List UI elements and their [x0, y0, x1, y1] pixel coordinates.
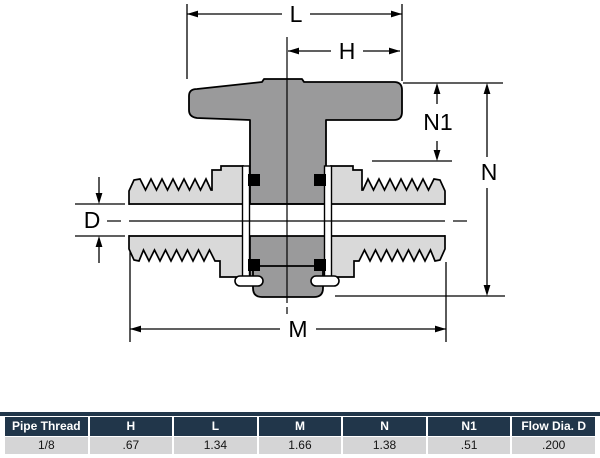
valve-stem-cap [252, 265, 324, 298]
cell-n: 1.38 [343, 437, 426, 454]
seal-top-left [248, 174, 260, 186]
dim-M-arrow-left [130, 325, 141, 333]
dim-label-N1: N1 [423, 109, 452, 135]
col-header-h: H [89, 417, 173, 436]
spec-table-section: Pipe Thread H L M N N1 Flow Dia. D 1/8 .… [0, 412, 600, 455]
dim-label-D: D [84, 207, 101, 233]
dim-label-H: H [339, 38, 356, 64]
seal-bottom-right [314, 259, 326, 271]
cell-flow-dia: .200 [512, 437, 595, 454]
col-header-n1: N1 [427, 417, 511, 436]
dim-M-arrow-right [435, 325, 446, 333]
drawing-canvas: L H N1 N M D [75, 1, 505, 342]
right-clip-foot [310, 275, 340, 287]
dim-N1-arrow-up [433, 83, 441, 94]
seal-bottom-left [248, 259, 260, 271]
dim-N1-arrow-down [433, 150, 441, 161]
spec-table-value-row: 1/8 .67 1.34 1.66 1.38 .51 .200 [5, 437, 595, 454]
left-clip-foot [234, 275, 264, 287]
dim-label-L: L [290, 1, 303, 27]
table-top-rule [0, 412, 600, 416]
dim-D-arrow-up [95, 236, 103, 247]
col-header-l: L [174, 417, 257, 436]
cell-m: 1.66 [258, 437, 342, 454]
dim-L-arrow-left [187, 10, 198, 18]
dim-N-arrow-up [483, 83, 491, 94]
seal-top-right [314, 174, 326, 186]
dim-L-arrow-right [391, 10, 402, 18]
cell-h: .67 [89, 437, 173, 454]
cell-l: 1.34 [174, 437, 257, 454]
col-header-m: M [258, 417, 342, 436]
dim-H-arrow-right [389, 47, 400, 55]
col-header-n: N [343, 417, 426, 436]
col-header-flow-dia: Flow Dia. D [512, 417, 595, 436]
cell-n1: .51 [427, 437, 511, 454]
dim-H-arrow-left [288, 47, 299, 55]
spec-table-header-row: Pipe Thread H L M N N1 Flow Dia. D [5, 417, 595, 436]
cell-pipe-thread: 1/8 [5, 437, 88, 454]
valve-dimension-drawing: L H N1 N M D [75, 1, 505, 342]
valve-handle [188, 78, 403, 205]
dim-N-arrow-down [483, 285, 491, 296]
dim-label-N: N [481, 159, 498, 185]
col-header-pipe-thread: Pipe Thread [5, 417, 88, 436]
dim-label-M: M [288, 316, 307, 342]
dim-D-arrow-down [95, 193, 103, 204]
spec-table: Pipe Thread H L M N N1 Flow Dia. D 1/8 .… [3, 416, 597, 455]
